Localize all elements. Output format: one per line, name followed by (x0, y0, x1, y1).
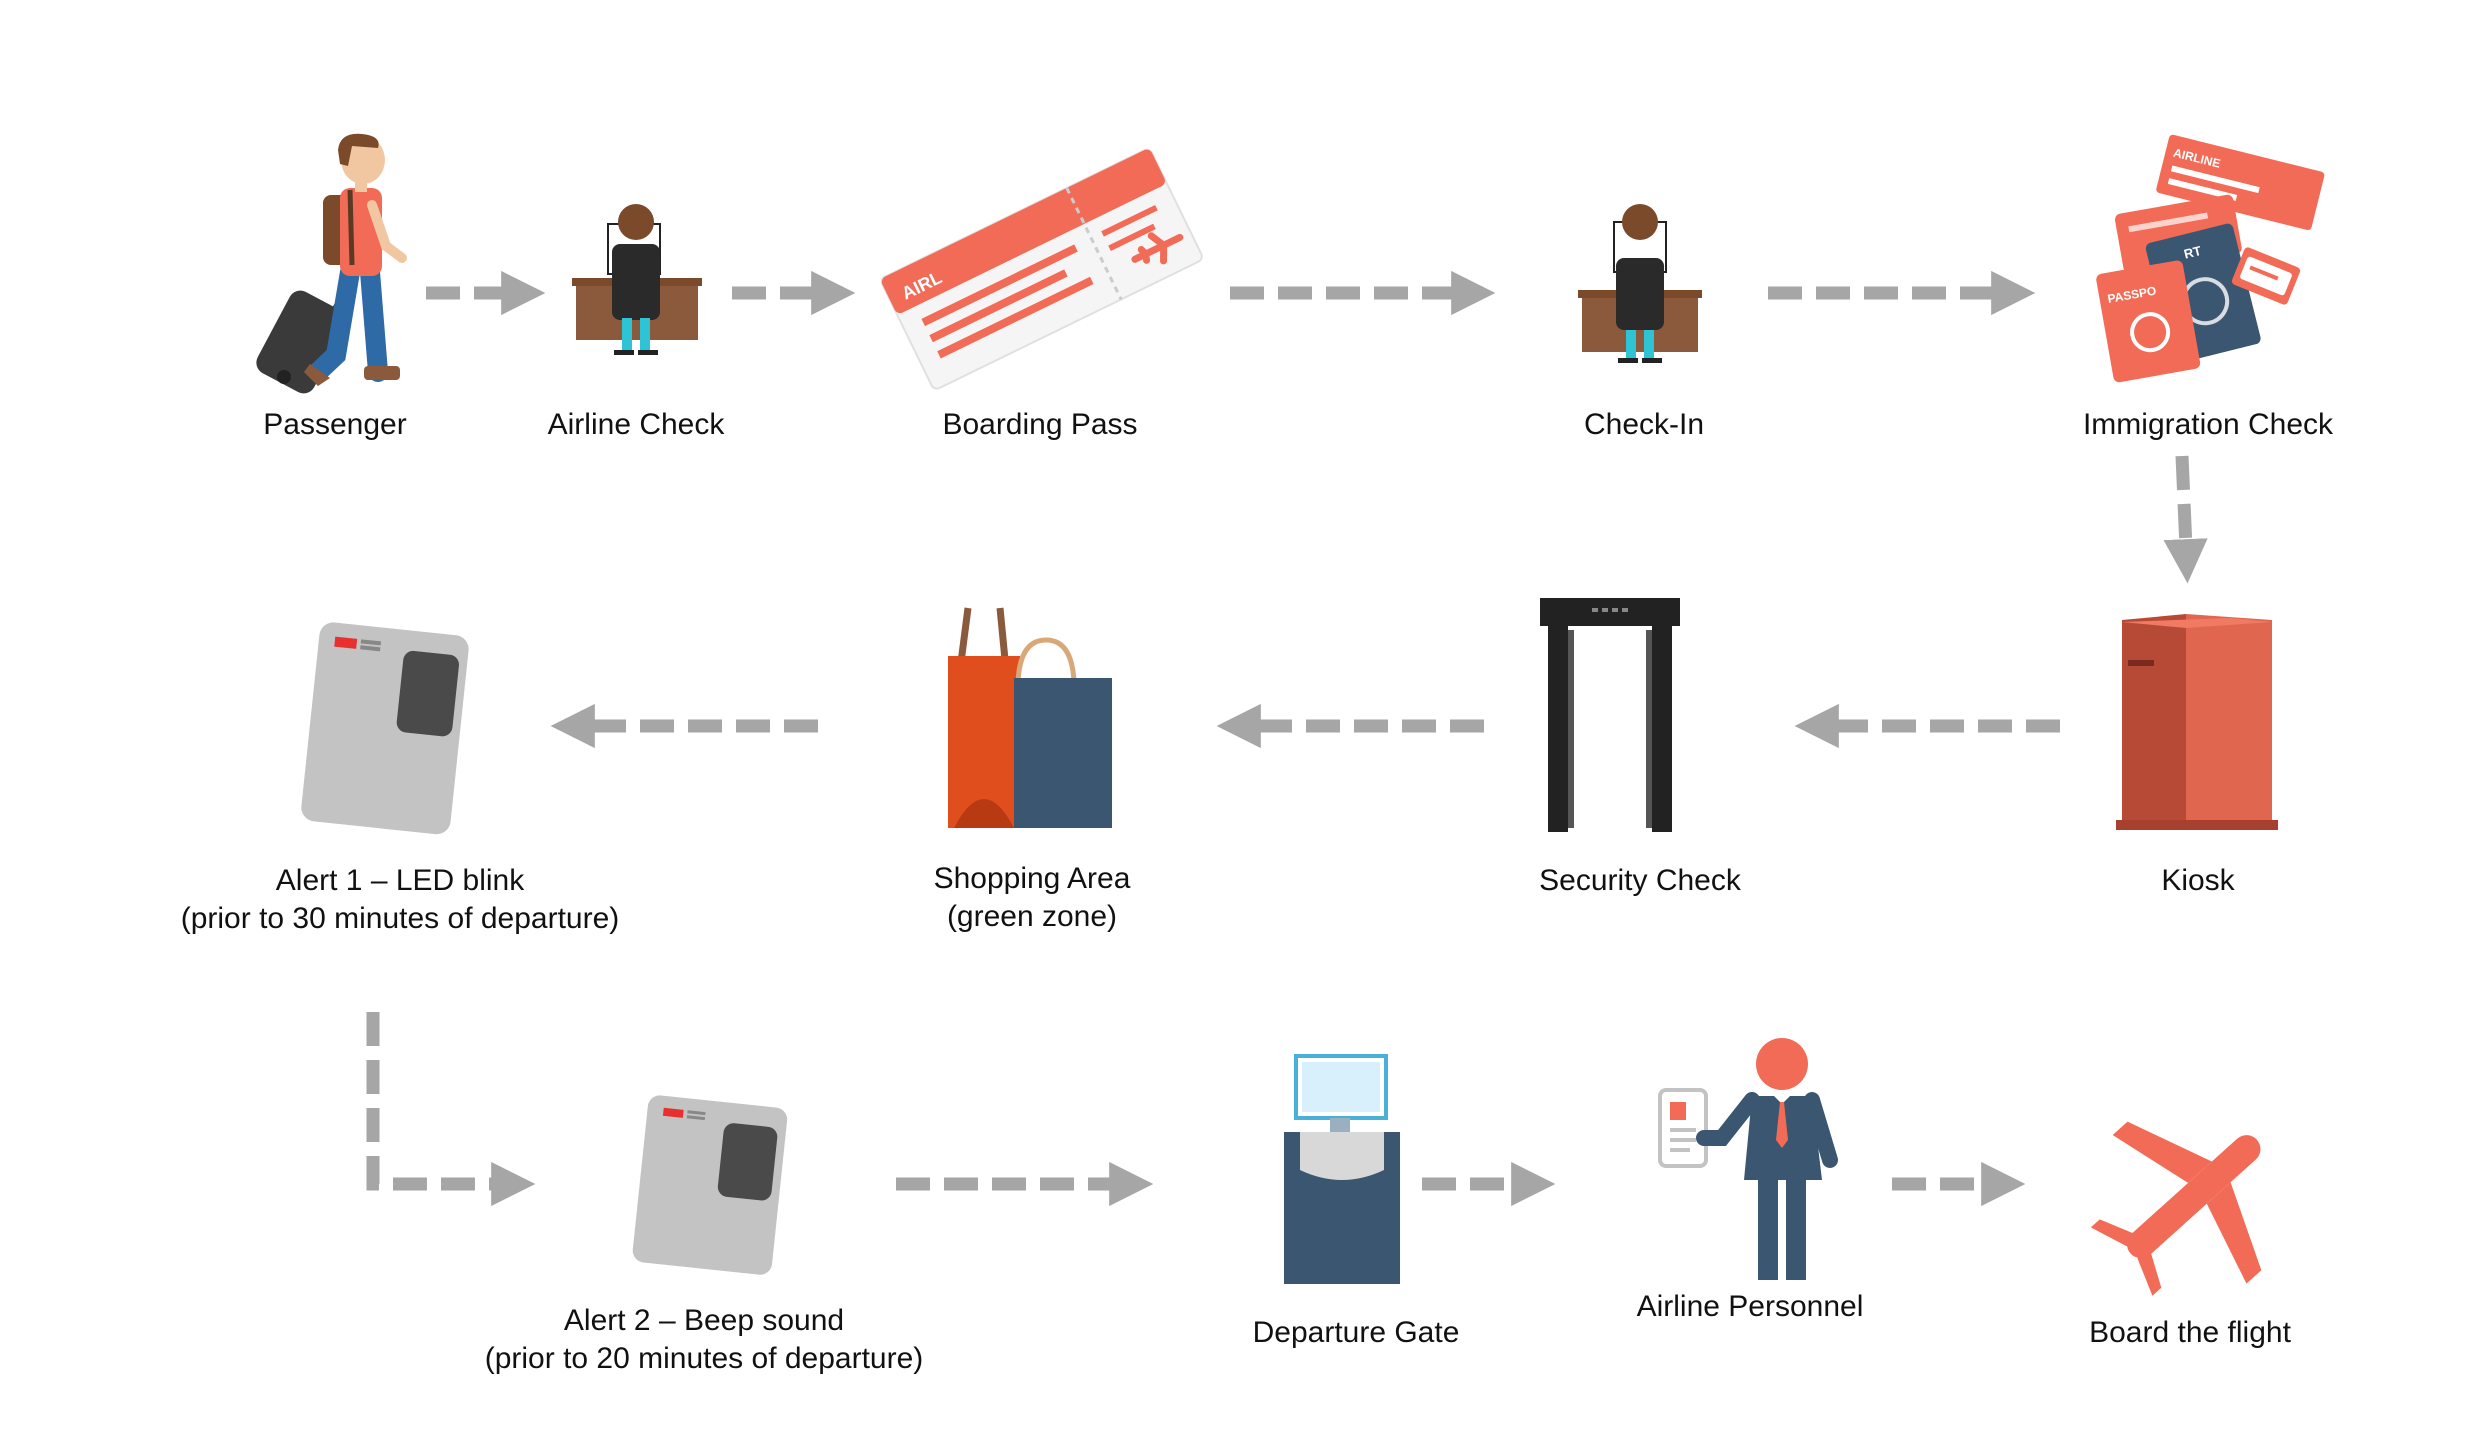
departure-gate-label-text: Departure Gate (1252, 1316, 1460, 1349)
alert-1-device-icon (301, 622, 469, 835)
immigration-documents-icon: AIRLINE RT PASSPO (2096, 134, 2325, 383)
airline-personnel-label: Airline Personnel (1637, 1288, 1864, 1326)
arrow-immigration-to-kiosk (2163, 455, 2208, 584)
security-gate-icon (1540, 598, 1680, 832)
alert-1-label-text: Alert 1 – LED blink (275, 864, 525, 897)
alert-2-sublabel-text: (prior to 20 minutes of departure) (484, 1342, 924, 1375)
alert-1-label: Alert 1 – LED blink (prior to 30 minutes… (181, 862, 620, 938)
check-in-desk-icon (1578, 204, 1702, 363)
shopping-area-label-text: Shopping Area (933, 862, 1131, 895)
shopping-bags-icon (948, 607, 1112, 828)
immigration-passport-rt-text: RT (2182, 243, 2203, 262)
airline-personnel-label-text: Airline Personnel (1636, 1290, 1864, 1323)
passenger-label: Passenger (263, 406, 406, 444)
departure-gate-icon (1284, 1054, 1400, 1284)
kiosk-icon (2116, 614, 2278, 830)
boarding-pass-icon: AIRL (880, 148, 1203, 390)
arrow-alert-1-to-alert-2 (366, 1012, 536, 1207)
security-check-label-text: Security Check (1539, 864, 1741, 897)
immigration-check-label-text: Immigration Check (2082, 408, 2334, 441)
immigration-check-label: Immigration Check (2083, 406, 2333, 444)
airplane-icon (2090, 1121, 2262, 1296)
check-in-label: Check-In (1584, 406, 1704, 444)
alert-2-label-text: Alert 2 – Beep sound (563, 1304, 845, 1337)
airline-check-label-text: Airline Check (547, 408, 725, 441)
shopping-area-sublabel-text: (green zone) (946, 900, 1118, 933)
departure-gate-label: Departure Gate (1253, 1314, 1460, 1352)
alert-2-device-icon (632, 1095, 788, 1275)
boarding-pass-label-text: Boarding Pass (942, 408, 1138, 441)
alert-2-label: Alert 2 – Beep sound (prior to 20 minute… (485, 1302, 924, 1378)
board-flight-label: Board the flight (2089, 1314, 2291, 1352)
alert-1-sublabel-text: (prior to 30 minutes of departure) (180, 902, 620, 935)
security-check-label: Security Check (1539, 862, 1741, 900)
airline-check-label: Airline Check (548, 406, 725, 444)
passenger-icon (256, 133, 407, 394)
board-flight-label-text: Board the flight (2089, 1316, 2291, 1349)
check-in-label-text: Check-In (1583, 408, 1705, 441)
kiosk-label: Kiosk (2161, 862, 2234, 900)
passenger-label-text: Passenger (263, 408, 407, 441)
airline-check-desk-icon (572, 204, 702, 355)
boarding-pass-label: Boarding Pass (942, 406, 1137, 444)
shopping-area-label: Shopping Area (green zone) (934, 860, 1131, 936)
airline-personnel-icon (1658, 1038, 1838, 1280)
kiosk-label-text: Kiosk (2161, 864, 2235, 897)
